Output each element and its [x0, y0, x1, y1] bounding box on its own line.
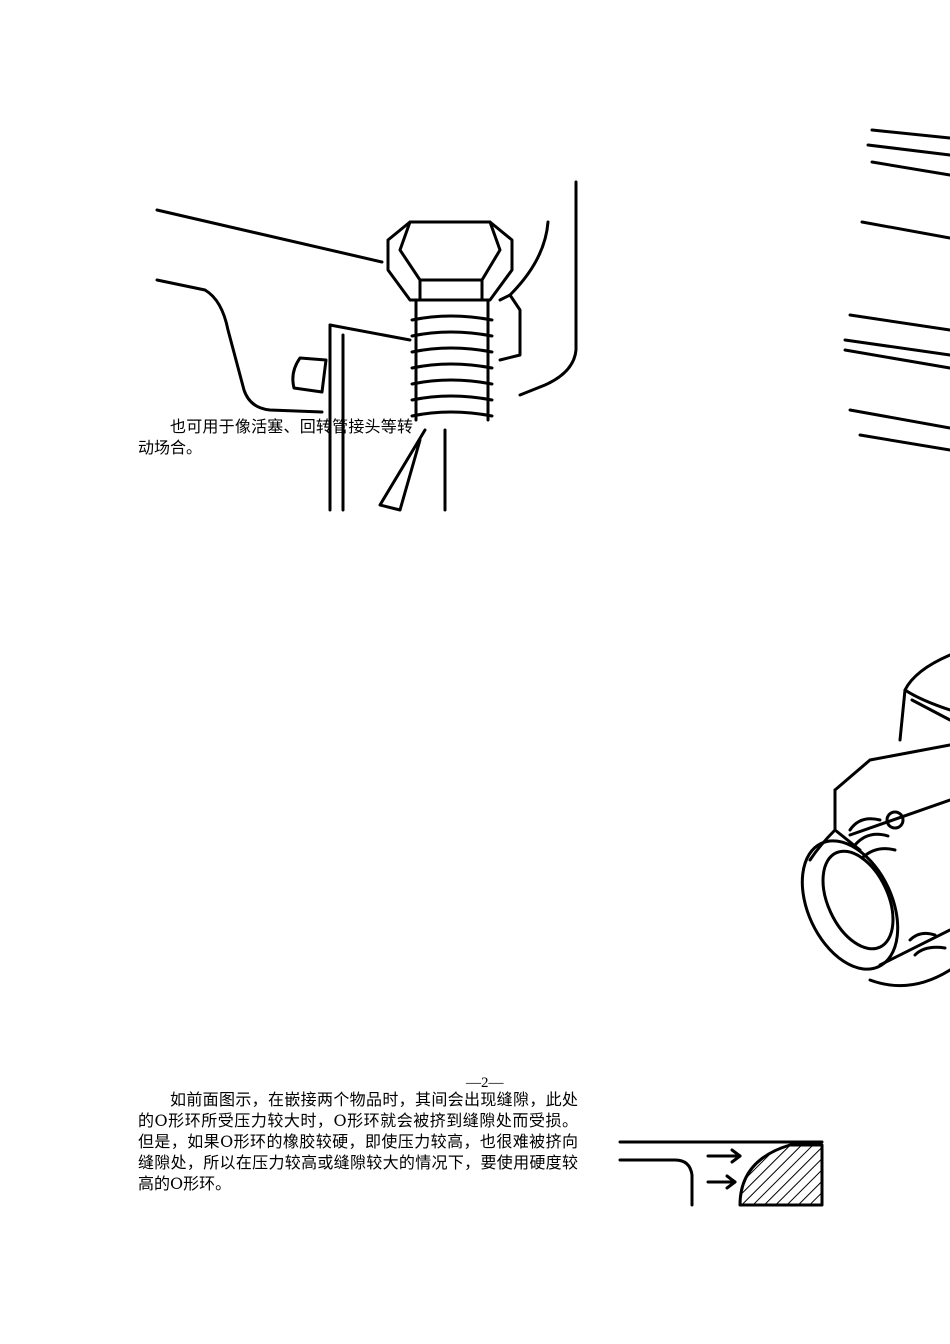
- paragraph-2-text: 如前面图示，在嵌接两个物品时，其间会出现缝隙，此处的O形环所受压力较大时，O形环…: [138, 1090, 578, 1193]
- paragraph-2: 如前面图示，在嵌接两个物品时，其间会出现缝隙，此处的O形环所受压力较大时，O形环…: [138, 1089, 578, 1194]
- paragraph-1-text: 也可用于像活塞、回转管接头等转动场合。: [138, 417, 413, 457]
- paragraph-1: 也可用于像活塞、回转管接头等转动场合。: [138, 416, 413, 458]
- page-number: —2—: [466, 1075, 504, 1091]
